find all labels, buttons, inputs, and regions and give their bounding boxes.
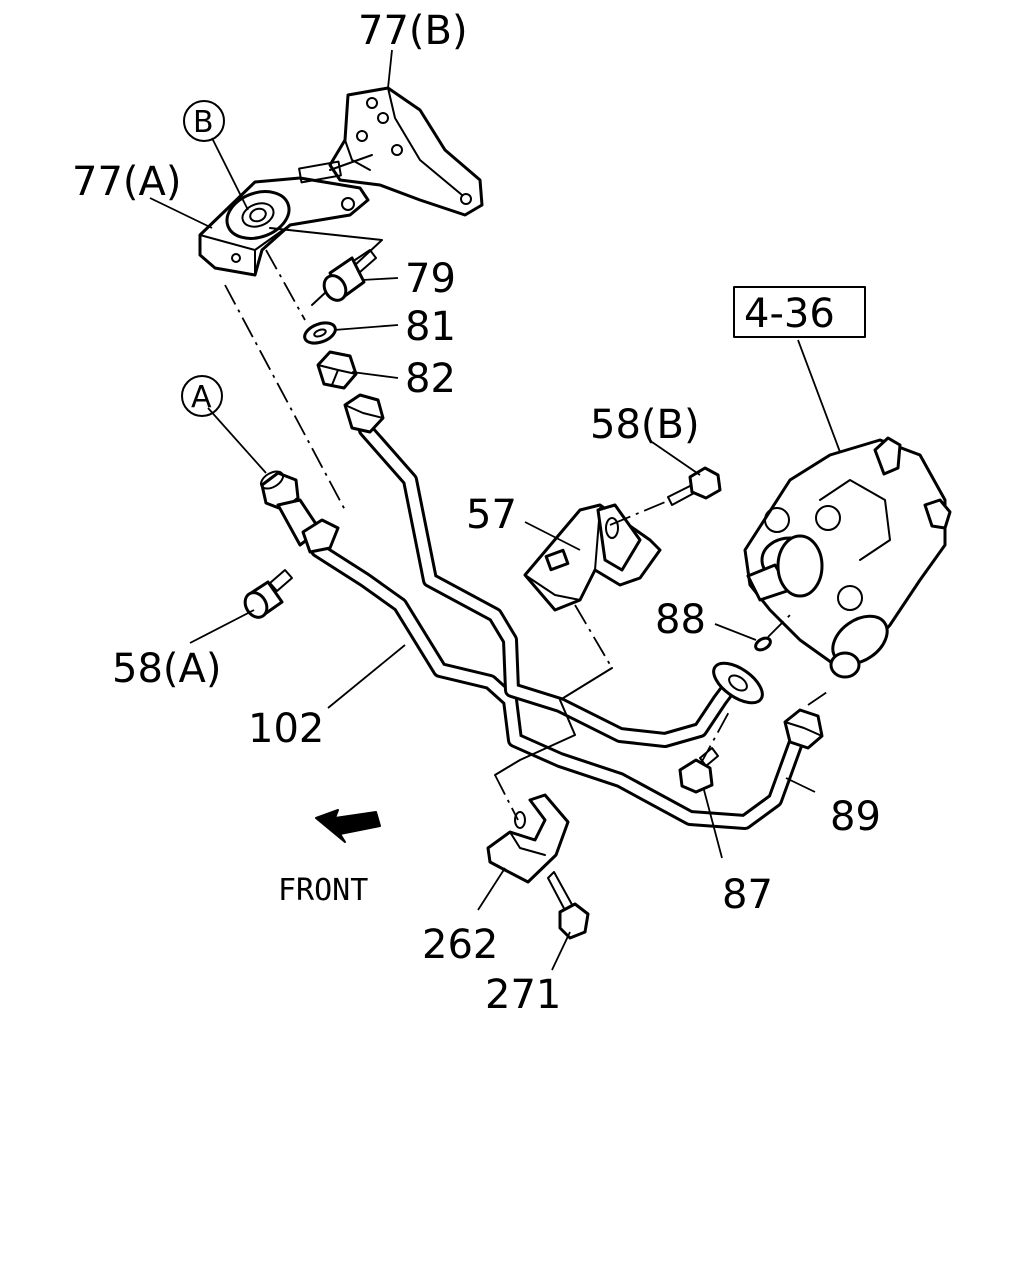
label-102: 102 [248,706,324,752]
bolt-271 [547,871,590,940]
label-front: FRONT [278,873,368,908]
oring-88 [754,636,772,652]
pump-4-36 [743,436,952,679]
label-87: 87 [722,872,773,918]
label-58b: 58(B) [590,402,700,448]
bracket-77b [328,86,484,217]
label-81: 81 [405,304,456,350]
bracket-77a [198,160,370,277]
callout-a-circle [181,375,223,417]
label-262: 262 [422,922,498,968]
front-arrow-icon [315,809,381,843]
label-4-36: 4-36 [744,291,835,337]
label-271: 271 [485,972,561,1018]
bolt-87 [678,747,719,794]
callout-4-36-box [733,286,866,338]
label-89: 89 [830,794,881,840]
label-58a: 58(A) [112,646,221,692]
washer-81 [303,321,337,345]
label-ref-a: A [191,380,212,415]
bracket-57 [523,503,662,612]
bolt-79 [322,249,377,302]
bolt-58b [667,466,722,506]
label-82: 82 [405,356,456,402]
callout-b-circle [183,100,225,142]
label-79: 79 [405,256,456,302]
label-88: 88 [655,597,706,643]
clamp-262 [486,793,570,884]
label-57: 57 [466,492,517,538]
hose-102 [260,393,824,830]
nut-82 [316,350,358,390]
label-ref-b: B [193,105,214,140]
label-77a: 77(A) [72,159,181,205]
label-77b: 77(B) [358,8,468,54]
